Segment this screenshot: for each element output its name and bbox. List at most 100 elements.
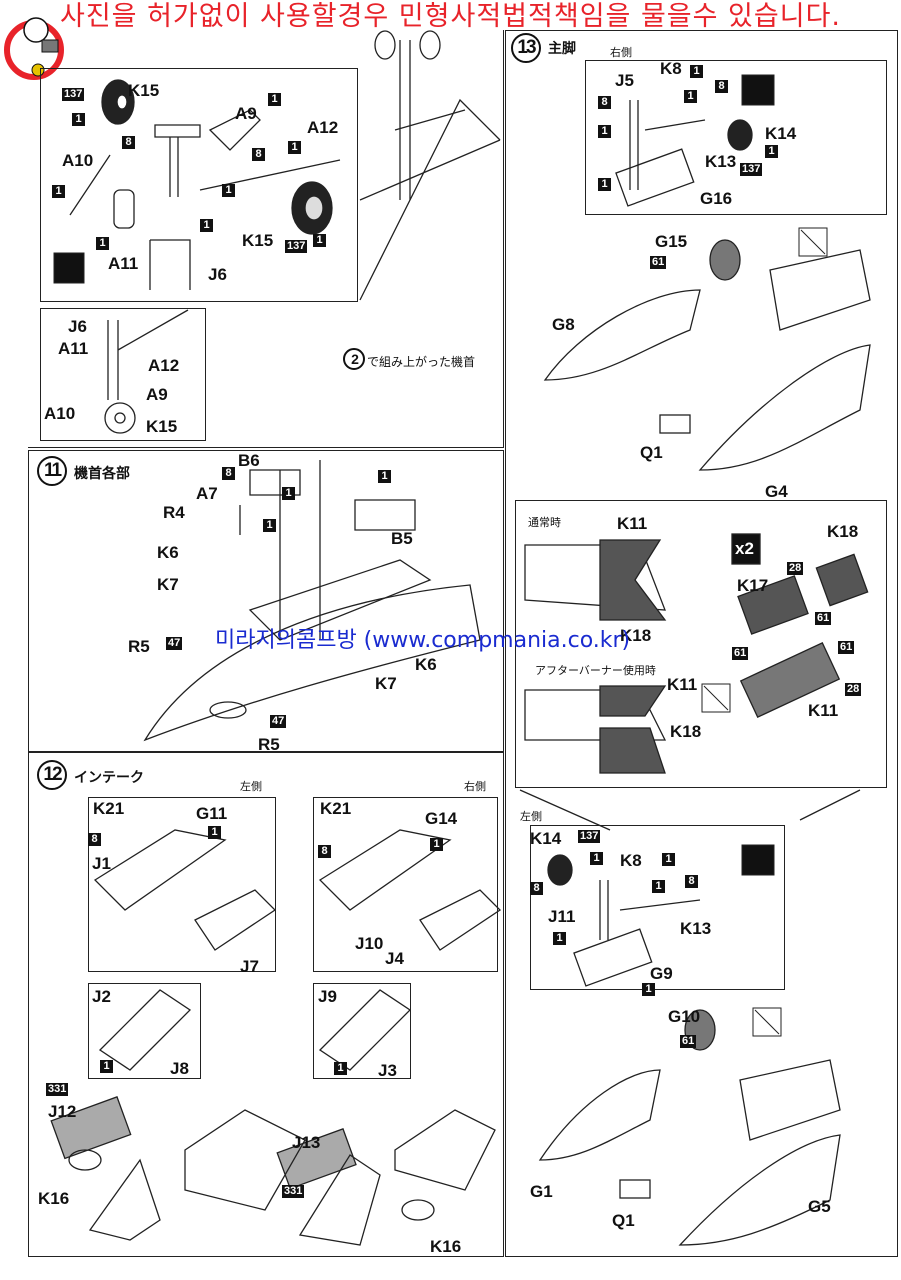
quantity-or-color-badge: 1 xyxy=(268,93,281,106)
quantity-or-color-badge: 1 xyxy=(200,219,213,232)
part-label-a10: A10 xyxy=(44,404,76,423)
quantity-or-color-badge: 61 xyxy=(650,256,667,269)
quantity-or-color-badge: 1 xyxy=(263,519,276,532)
part-label-k15: K15 xyxy=(146,417,178,436)
quantity-or-color-badge: 28 xyxy=(787,562,804,575)
part-label-k18: K18 xyxy=(620,626,652,645)
nose-caption: で組み上がった機首 xyxy=(367,355,476,369)
quantity-or-color-badge: 1 xyxy=(598,178,611,191)
part-label-j9: J9 xyxy=(318,987,337,1006)
part-label-a11: A11 xyxy=(108,254,139,273)
part-label-k13: K13 xyxy=(705,152,737,171)
part-label-g16: G16 xyxy=(700,189,733,208)
site-credit-watermark: 미라지의콤프방 (www.compmania.co.kr) xyxy=(215,628,631,653)
quantity-or-color-badge: 61 xyxy=(815,612,832,625)
part-label-k11: K11 xyxy=(617,514,648,533)
right-main-gear-box xyxy=(585,60,887,215)
part-label-r5: R5 xyxy=(258,735,280,754)
quantity-or-color-badge: 8 xyxy=(715,80,728,93)
quantity-or-color-badge: 61 xyxy=(838,641,855,654)
quantity-or-color-badge: 331 xyxy=(46,1083,69,1096)
part-label-k16: K16 xyxy=(430,1237,462,1256)
quantity-or-color-badge: 28 xyxy=(845,683,862,696)
step-11-title: 機首各部 xyxy=(74,466,130,482)
part-label-k14: K14 xyxy=(530,829,562,848)
part-label-k18: K18 xyxy=(827,522,859,541)
step-number-11: 11 xyxy=(37,456,67,486)
quantity-or-color-badge: 1 xyxy=(378,470,391,483)
quantity-or-color-badge: 1 xyxy=(208,826,221,839)
quantity-or-color-badge: 137 xyxy=(62,88,85,101)
part-label-a12: A12 xyxy=(148,356,180,375)
part-label-j3: J3 xyxy=(378,1061,397,1080)
exhaust-detail-box xyxy=(515,500,887,788)
part-label-k14: K14 xyxy=(765,124,797,143)
part-label-k8: K8 xyxy=(660,59,682,78)
part-label-k11: K11 xyxy=(808,701,839,720)
quantity-or-color-badge: 1 xyxy=(652,880,665,893)
quantity-or-color-badge: 331 xyxy=(282,1185,305,1198)
part-label-b6: B6 xyxy=(238,451,260,470)
step-11-frame xyxy=(28,450,504,752)
quantity-or-color-badge: 8 xyxy=(318,845,331,858)
quantity-or-color-badge: 1 xyxy=(684,90,697,103)
part-label-a9: A9 xyxy=(235,104,257,123)
quantity-or-color-badge: 1 xyxy=(313,234,326,247)
quantity-multiplier: x2 xyxy=(733,538,756,560)
right-intake-inner-box xyxy=(313,983,411,1079)
part-label-j1: J1 xyxy=(92,854,111,873)
step-13-frame xyxy=(505,30,898,1257)
step-number-12: 12 xyxy=(37,760,67,790)
part-label-j11: J11 xyxy=(548,907,576,926)
part-label-k6: K6 xyxy=(157,543,179,562)
part-label-g4: G4 xyxy=(765,482,788,501)
part-label-a12: A12 xyxy=(307,118,339,137)
part-label-j7: J7 xyxy=(240,957,259,976)
exhaust-normal-label: 通常時 xyxy=(528,516,561,529)
quantity-or-color-badge: 1 xyxy=(222,184,235,197)
part-label-g5: G5 xyxy=(808,1197,831,1216)
quantity-or-color-badge: 1 xyxy=(553,932,566,945)
part-label-j6: J6 xyxy=(68,317,87,336)
quantity-or-color-badge: 1 xyxy=(282,487,295,500)
quantity-or-color-badge: 1 xyxy=(598,125,611,138)
part-label-j12: J12 xyxy=(48,1102,77,1121)
front-gear-detail-box xyxy=(40,68,358,302)
part-label-j4: J4 xyxy=(385,949,404,968)
part-label-g14: G14 xyxy=(425,809,458,828)
step-13-right-side-label: 右側 xyxy=(610,46,632,59)
quantity-or-color-badge: 8 xyxy=(530,882,543,895)
quantity-or-color-badge: 1 xyxy=(96,237,109,250)
quantity-or-color-badge: 137 xyxy=(285,240,308,253)
exhaust-afterburner-label: アフターバーナー使用時 xyxy=(535,664,656,677)
part-label-a10: A10 xyxy=(62,151,94,170)
quantity-or-color-badge: 8 xyxy=(685,875,698,888)
part-label-r4: R4 xyxy=(163,503,185,522)
quantity-or-color-badge: 61 xyxy=(732,647,749,660)
front-gear-assembled-box xyxy=(40,308,206,441)
part-label-k16: K16 xyxy=(38,1189,70,1208)
quantity-or-color-badge: 8 xyxy=(88,833,101,846)
quantity-or-color-badge: 61 xyxy=(680,1035,697,1048)
step-13-left-side-label: 左側 xyxy=(520,810,542,823)
step-12-left-side-label: 左側 xyxy=(240,780,262,793)
part-label-k11: K11 xyxy=(667,675,698,694)
step-12-frame xyxy=(28,752,504,1257)
part-label-a9: A9 xyxy=(146,385,168,404)
left-main-gear-box xyxy=(530,825,785,990)
mascot-logo xyxy=(4,17,64,80)
left-intake-box xyxy=(88,797,276,972)
part-label-k15: K15 xyxy=(128,81,160,100)
quantity-or-color-badge: 1 xyxy=(590,852,603,865)
part-label-k7: K7 xyxy=(157,575,179,594)
part-label-k18: K18 xyxy=(670,722,702,741)
part-label-k6: K6 xyxy=(415,655,437,674)
step-number-13: 13 xyxy=(511,33,541,63)
quantity-or-color-badge: 137 xyxy=(740,163,763,176)
quantity-or-color-badge: 8 xyxy=(122,136,135,149)
quantity-or-color-badge: 1 xyxy=(100,1060,113,1073)
part-label-k21: K21 xyxy=(320,799,352,818)
quantity-or-color-badge: 1 xyxy=(288,141,301,154)
part-label-j13: J13 xyxy=(292,1133,321,1152)
quantity-or-color-badge: 1 xyxy=(765,145,778,158)
